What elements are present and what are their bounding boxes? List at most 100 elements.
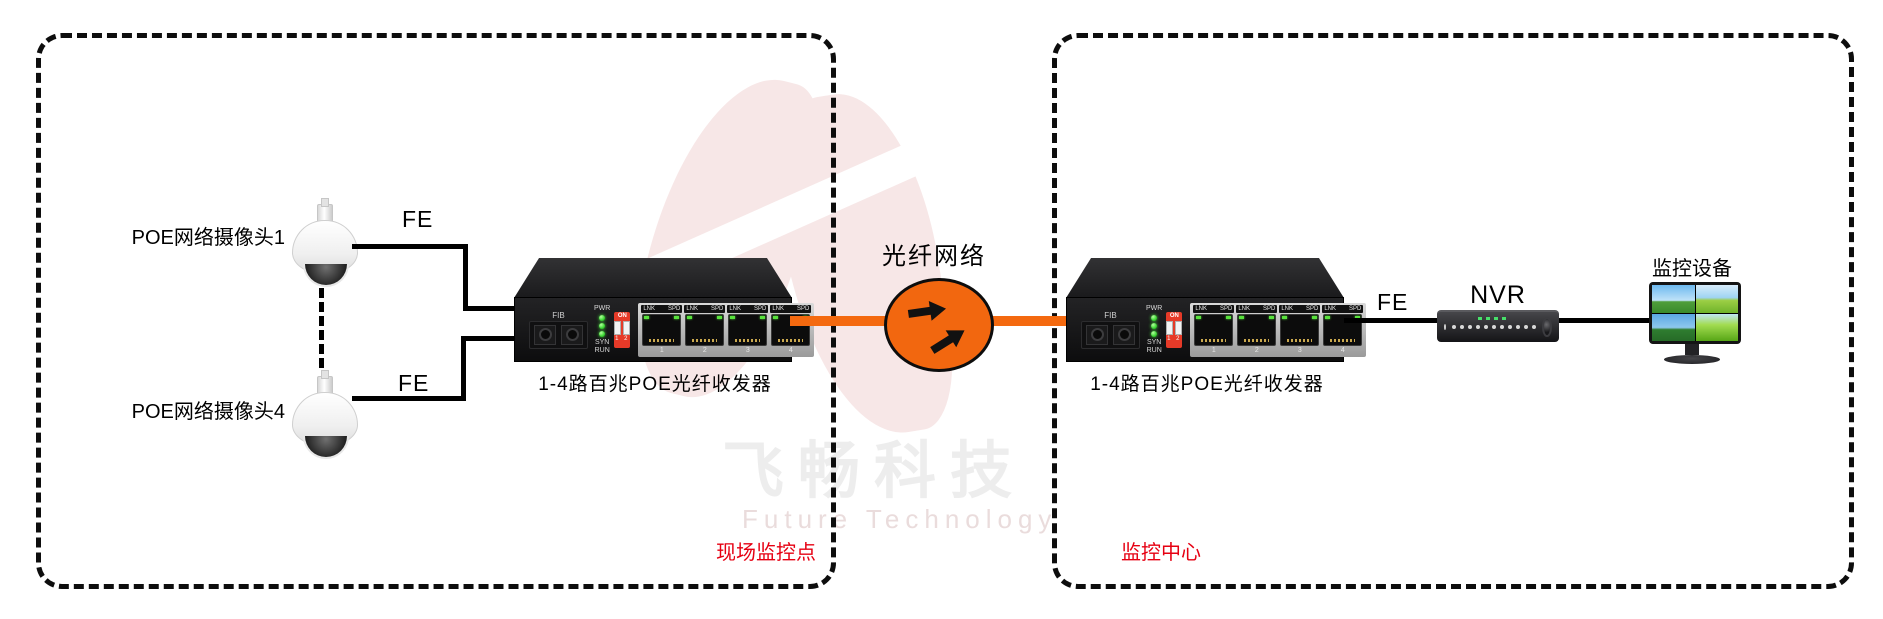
led-indicator xyxy=(1151,322,1158,329)
spd-label: SPD xyxy=(754,305,767,312)
nvr-buttons xyxy=(1452,317,1537,329)
fe-label-4: FE xyxy=(398,370,430,396)
monitor-stand-base xyxy=(1664,355,1720,364)
watermark-cn-text: 飞畅科技 xyxy=(722,437,1027,506)
camera-feed-1 xyxy=(1652,285,1695,313)
spd-label: SPD xyxy=(1220,305,1233,312)
quad-view xyxy=(1652,285,1738,341)
site-zone-label: 现场监控点 xyxy=(716,542,816,564)
fiber-port-section: FIB xyxy=(529,311,588,349)
nvr-label: NVR xyxy=(1470,281,1526,309)
lnk-label: LNK xyxy=(1238,305,1251,312)
dip-switch: ON 1 2 xyxy=(1166,311,1183,348)
dip-scale-label: 1 2 xyxy=(615,335,630,342)
pwr-label: PWR xyxy=(594,304,611,312)
port-column-3: LNK SPD 3 xyxy=(1279,304,1321,355)
port-number: 3 xyxy=(1297,346,1302,354)
sc-connector xyxy=(1113,324,1135,345)
transceiver-top-face xyxy=(1066,258,1344,298)
rj45-port xyxy=(1194,313,1234,346)
lnk-label: LNK xyxy=(643,305,656,312)
center-zone-label: 监控中心 xyxy=(1121,542,1201,564)
camera-feed-3 xyxy=(1652,313,1695,341)
port-column-2: LNK SPD 2 xyxy=(684,304,726,355)
led-indicator xyxy=(599,322,606,329)
run-label: RUN xyxy=(594,346,610,354)
port-number: 4 xyxy=(1340,346,1345,354)
camera-1-label: POE网络摄像头1 xyxy=(131,227,285,249)
camera-feed-4 xyxy=(1695,313,1738,341)
dip-toggles xyxy=(1166,320,1183,335)
sc-fiber-connectors xyxy=(1081,320,1140,349)
port-number: 4 xyxy=(788,346,793,354)
fib-label: FIB xyxy=(1104,310,1117,320)
led-indicator xyxy=(599,314,606,321)
camera-lens-dome xyxy=(303,264,349,287)
port-number: 3 xyxy=(745,346,750,354)
fiber-port-section: FIB xyxy=(1081,311,1140,349)
nvr-jog-knob xyxy=(1542,317,1552,337)
sc-fiber-connectors xyxy=(529,320,588,349)
led-indicator xyxy=(599,330,606,337)
nvr-power-led xyxy=(1444,324,1447,330)
rj45-port xyxy=(728,313,768,346)
dip-toggles xyxy=(614,320,631,335)
rj45-port-block: LNK SPD 1 LNK SPD 2 LNK SPD 3 LNK SPD xyxy=(638,302,815,357)
dip-scale-label: 1 2 xyxy=(1167,335,1182,342)
lnk-label: LNK xyxy=(686,305,699,312)
fe-wire xyxy=(463,306,517,311)
rj45-port xyxy=(642,313,682,346)
spd-label: SPD xyxy=(668,305,681,312)
transceiver-left-label: 1-4路百兆POE光纤收发器 xyxy=(538,374,772,395)
site-zone-box xyxy=(36,33,836,589)
nvr-device xyxy=(1437,310,1559,342)
transceiver-right-label: 1-4路百兆POE光纤收发器 xyxy=(1090,374,1324,395)
rj45-port xyxy=(1280,313,1320,346)
pwr-label: PWR xyxy=(1146,304,1163,312)
spd-label: SPD xyxy=(1306,305,1319,312)
fe-wire xyxy=(1344,318,1437,323)
status-led-column: PWR SYN RUN xyxy=(1146,305,1162,355)
camera-lens-dome xyxy=(303,436,349,459)
port-number: 1 xyxy=(659,346,664,354)
dip-on-label: ON xyxy=(1169,312,1179,319)
poe-camera-1 xyxy=(288,198,360,287)
poe-camera-4 xyxy=(288,370,360,459)
fe-wire xyxy=(461,338,466,401)
monitor-label: 监控设备 xyxy=(1652,258,1732,280)
camera-4-label: POE网络摄像头4 xyxy=(131,401,285,423)
dip-on-label: ON xyxy=(617,312,627,319)
lnk-label: LNK xyxy=(772,305,785,312)
port-column-4: LNK SPD 4 xyxy=(1322,304,1364,355)
lnk-label: LNK xyxy=(729,305,742,312)
center-zone-box xyxy=(1052,33,1854,589)
status-led-column: PWR SYN RUN xyxy=(594,305,610,355)
lnk-label: LNK xyxy=(1195,305,1208,312)
spd-label: SPD xyxy=(1349,305,1362,312)
fib-label: FIB xyxy=(552,310,565,320)
fiber-network-node xyxy=(884,278,994,372)
lnk-label: LNK xyxy=(1281,305,1294,312)
fe-wire xyxy=(461,336,517,341)
camera-continuation-dashed-line xyxy=(319,288,324,368)
port-column-1: LNK SPD 1 xyxy=(641,304,683,355)
spd-label: SPD xyxy=(711,305,724,312)
sc-connector xyxy=(534,324,556,345)
led-indicator xyxy=(1151,314,1158,321)
watermark-en-text: Future Technology xyxy=(742,504,1058,534)
monitor-device xyxy=(1649,282,1741,366)
port-number: 2 xyxy=(702,346,707,354)
led-indicator xyxy=(1151,330,1158,337)
poe-fiber-transceiver-left: FIB PWR SYN RUN ON 1 2 LNK SPD 1 xyxy=(514,258,815,362)
lnk-label: LNK xyxy=(1324,305,1337,312)
rj45-port xyxy=(685,313,725,346)
sc-connector xyxy=(1086,324,1108,345)
fe-label-1: FE xyxy=(402,206,434,232)
rj45-port xyxy=(1237,313,1277,346)
fe-label-right: FE xyxy=(1377,289,1409,315)
fiber-arrows-icon xyxy=(907,300,965,354)
